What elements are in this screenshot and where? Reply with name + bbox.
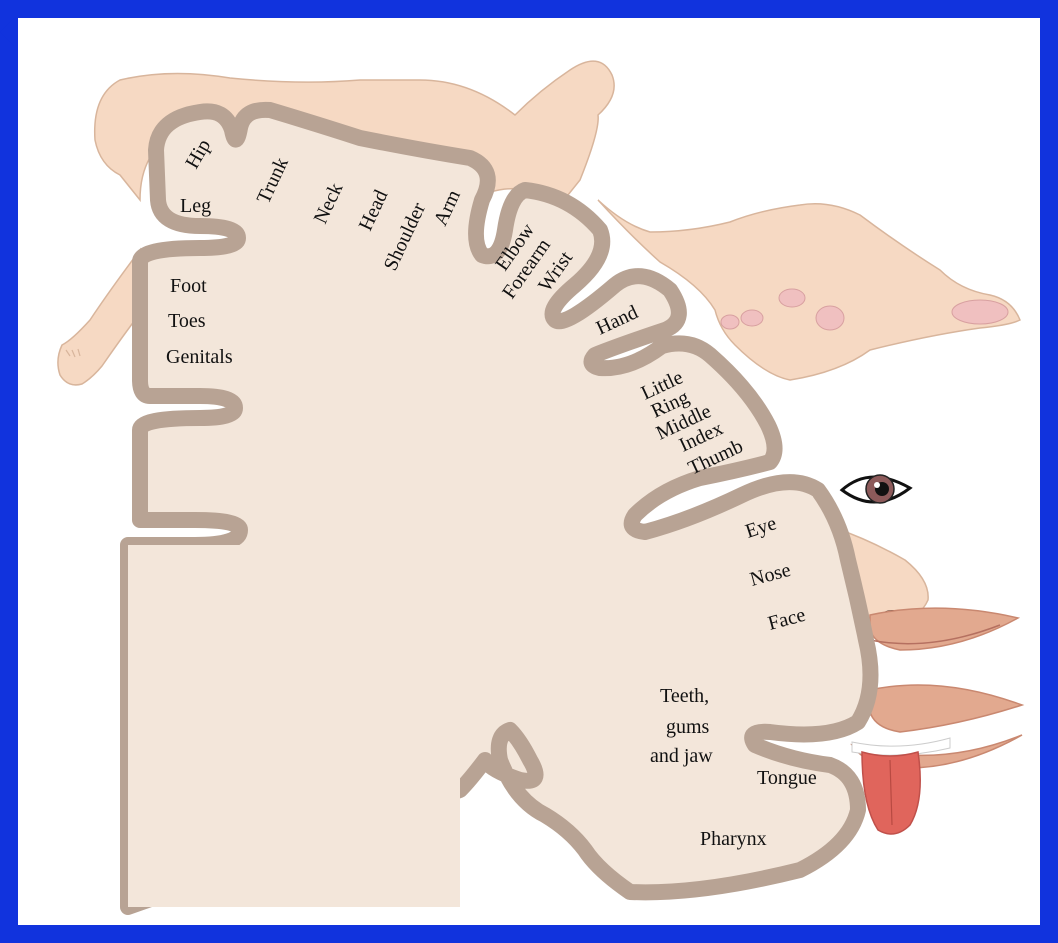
label-foot: Foot <box>170 275 207 297</box>
eye-icon <box>842 475 910 503</box>
tongue-icon <box>862 752 920 834</box>
label-pharynx: Pharynx <box>700 828 767 850</box>
label-toes: Toes <box>168 310 206 332</box>
label-teeth-line2: gums <box>666 716 710 738</box>
label-genitals: Genitals <box>166 346 233 368</box>
label-teeth-line3: and jaw <box>650 745 713 767</box>
label-leg: Leg <box>180 195 211 217</box>
homunculus-diagram: Hip Trunk Neck Head Shoulder Arm Elbow F… <box>18 18 1040 925</box>
diagram-frame: Hip Trunk Neck Head Shoulder Arm Elbow F… <box>18 18 1040 925</box>
label-tongue: Tongue <box>757 767 817 789</box>
label-teeth-line1: Teeth, <box>660 685 709 707</box>
corner-arrow-icon <box>0 18 14 46</box>
